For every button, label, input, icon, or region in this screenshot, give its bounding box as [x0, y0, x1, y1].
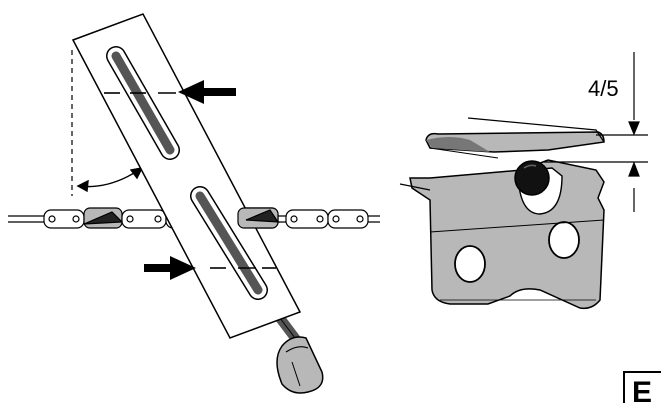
chain-over-plate: [237, 207, 280, 229]
rivet: [72, 215, 80, 223]
corner-label: E: [632, 376, 652, 403]
rivet: [316, 215, 324, 223]
right-figure: 4/5: [399, 52, 648, 310]
guide-arrow-lower: [144, 256, 196, 280]
rivet: [48, 215, 56, 223]
rivet-hole: [548, 221, 580, 259]
rivet: [356, 215, 364, 223]
top-plate-shade: [426, 137, 490, 152]
rivet: [154, 215, 162, 223]
cutter-tooth: [399, 117, 605, 310]
dimension-label: 4/5: [588, 76, 619, 101]
angle-arrow: [76, 167, 144, 193]
left-figure: [8, 13, 380, 394]
file-handle: [276, 336, 324, 394]
rivet-hole: [454, 245, 486, 283]
guide-slot-upper: [106, 46, 180, 160]
file-guide-plate: [71, 13, 302, 339]
rivet: [290, 215, 298, 223]
cutter-top: [83, 211, 124, 225]
rivet: [126, 215, 134, 223]
chain-link: [327, 209, 369, 229]
guide-slot-lower: [190, 186, 268, 300]
rivet: [332, 215, 340, 223]
guide-marks: [104, 92, 276, 269]
dimension-arrows: [544, 52, 648, 212]
file-cross-section: [514, 160, 550, 196]
corner-label-box: E: [623, 371, 661, 408]
guide-arrow-upper: [178, 80, 236, 104]
